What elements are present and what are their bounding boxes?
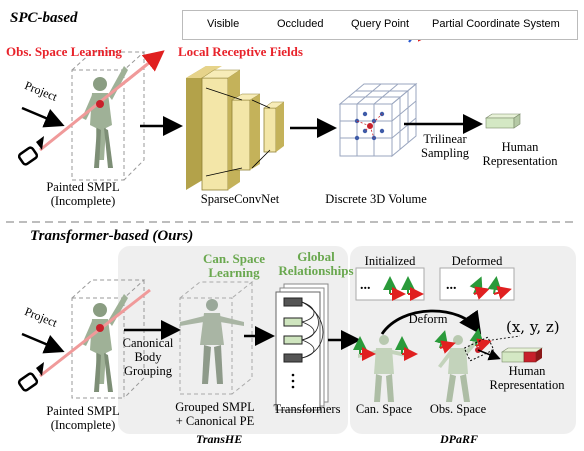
painted-smpl-text-bottom: Painted SMPL	[46, 404, 120, 418]
initialized-label: Initialized	[364, 254, 416, 268]
can-space-figure	[353, 335, 418, 402]
grouping-text: Grouping	[124, 364, 172, 378]
trilinear-sampling-label: Trilinear Sampling	[410, 132, 480, 160]
transformers-block	[275, 283, 329, 411]
legend-visible-label: Visible	[207, 18, 240, 30]
project-arrow-top	[21, 106, 65, 128]
transformer-title: Transformer-based (Ours)	[30, 228, 194, 244]
discrete-volume-label: Discrete 3D Volume	[325, 192, 427, 206]
spc-title: SPC-based	[10, 10, 78, 26]
human-text-top: Human	[501, 140, 539, 154]
representation-text-top: Representation	[482, 154, 558, 168]
human-text-bottom: Human	[508, 364, 546, 378]
global-line2: Relationships	[278, 263, 354, 278]
camera-icon-bottom	[17, 362, 44, 392]
sampling-text: Sampling	[421, 146, 469, 160]
incomplete-text-top: (Incomplete)	[50, 194, 116, 208]
global-relationships-label: Global Relationships	[276, 250, 356, 278]
representation-text-bottom: Representation	[489, 378, 565, 392]
legend-box	[182, 10, 578, 40]
deformed-coords	[469, 276, 512, 300]
painted-smpl-text-top: Painted SMPL	[46, 180, 120, 194]
discrete-3d-volume	[338, 82, 418, 158]
sparseconvnet-label: SparseConvNet	[200, 192, 280, 206]
deformed-label: Deformed	[451, 254, 503, 268]
initialized-coords	[383, 276, 424, 301]
initialized-ellipsis: ...	[360, 278, 371, 293]
canonical-pe-text: + Canonical PE	[175, 414, 255, 428]
human-representation-bar-bottom	[501, 347, 543, 363]
query-point-top	[96, 100, 104, 108]
legend-occluded-label: Occluded	[277, 18, 324, 30]
incomplete-text-bottom: (Incomplete)	[50, 418, 116, 432]
grouped-smpl-figure	[179, 281, 254, 395]
painted-smpl-bottom: Painted SMPL (Incomplete)	[28, 404, 138, 432]
can-space-learning-line2: Learning	[208, 265, 260, 280]
canonical-body-grouping-label: Canonical Body Grouping	[118, 336, 178, 378]
human-representation-top: Human Representation	[470, 140, 570, 168]
can-space-learning-label: Can. Space Learning	[186, 252, 282, 280]
obs-space-figure	[434, 328, 501, 402]
grouped-smpl-label: Grouped SMPL + Canonical PE	[160, 400, 270, 428]
camera-icon-top	[17, 136, 44, 166]
obs-space-learning-label: Obs. Space Learning	[6, 44, 122, 59]
legend-coord-label: Partial Coordinate System	[432, 18, 560, 30]
obs-space-label: Obs. Space	[429, 402, 487, 416]
deform-label: Deform	[408, 312, 448, 326]
deformed-ellipsis: ...	[446, 278, 457, 293]
human-representation-bottom: Human Representation	[478, 364, 576, 392]
legend-query-label: Query Point	[351, 18, 410, 30]
xyz-label: (x, y, z)	[506, 318, 560, 336]
painted-smpl-top: Painted SMPL (Incomplete)	[28, 180, 138, 208]
can-space-label: Can. Space	[355, 402, 413, 416]
trilinear-text: Trilinear	[423, 132, 467, 146]
transhe-label: TransHE	[196, 432, 243, 446]
grouped-smpl-text: Grouped SMPL	[175, 400, 255, 414]
human-representation-bar-top	[485, 113, 521, 129]
body-text: Body	[134, 350, 162, 364]
can-space-learning-line1: Can. Space	[202, 251, 266, 266]
deform-arrow	[380, 309, 482, 335]
painted-smpl-figure-bottom	[71, 279, 146, 399]
dparf-label: DPaRF	[440, 432, 479, 446]
local-receptive-fields-label: Local Receptive Fields	[178, 44, 303, 59]
canonical-text: Canonical	[122, 336, 174, 350]
transformers-label: Transformers	[273, 402, 341, 416]
global-line1: Global	[297, 249, 335, 264]
sparseconvnet-blocks	[186, 66, 285, 191]
